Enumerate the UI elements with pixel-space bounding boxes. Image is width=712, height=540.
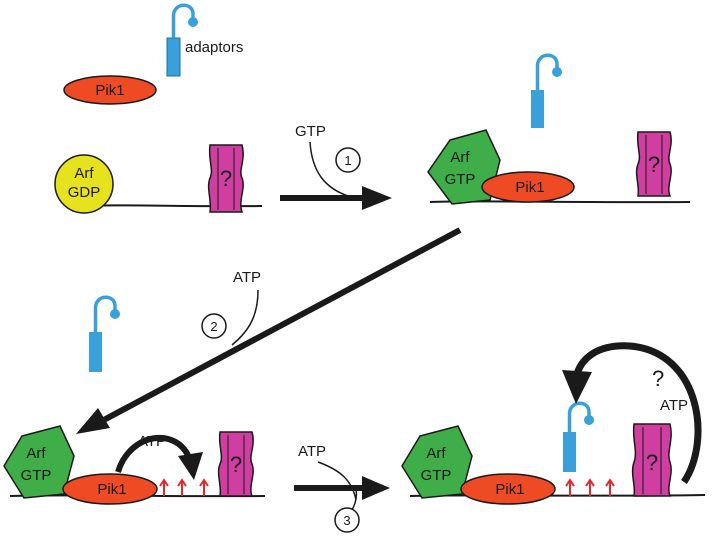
gdp-label: GDP (68, 184, 101, 201)
unknown-label: ? (646, 450, 658, 475)
arf-label: Arf (426, 445, 446, 462)
pik1-label: Pik1 (515, 179, 544, 196)
feedback-arrow: ? ATP (562, 342, 702, 484)
step-1-number: 1 (344, 153, 351, 168)
feedback-atp: ATP (660, 397, 688, 414)
panel-2-active: Arf GTP Pik1 ? (427, 53, 691, 205)
arf-gtp-hexagon: Arf GTP (3, 425, 75, 499)
step-3-number: 3 (343, 513, 350, 528)
unknown-protein: ? (217, 431, 254, 497)
step-2-number: 2 (210, 319, 217, 334)
step-2-arrow: ATP 2 (76, 227, 462, 434)
atp-label: ATP (138, 433, 166, 450)
pik1-label: Pik1 (495, 481, 524, 498)
step-3-badge (334, 507, 360, 533)
adaptor-protein-icon (166, 3, 198, 77)
arf-label: Arf (74, 165, 94, 182)
unknown-protein: ? (631, 423, 672, 497)
kinase-reaction-arrow: ATP (115, 433, 203, 480)
adaptors-label: adaptors (185, 39, 243, 56)
arf-gtp-hexagon: Arf GTP (401, 425, 473, 499)
step-3-cofactor: ATP (298, 443, 326, 460)
step-1-badge (335, 147, 361, 173)
gtp-label: GTP (21, 467, 52, 484)
step-1-cofactor: GTP (295, 123, 326, 140)
panel-4-adaptor-recruited: Arf GTP Pik1 ? ? ATP (401, 342, 706, 505)
unknown-label: ? (230, 452, 242, 477)
arf-label: Arf (450, 149, 470, 166)
unknown-protein: ? (635, 131, 672, 197)
pik1-shape: Pik1 (460, 473, 556, 505)
arf-label: Arf (26, 445, 46, 462)
pik1-label: Pik1 (97, 481, 126, 498)
adaptor-protein-icon (89, 295, 120, 372)
pik1-legend-label: Pik1 (95, 82, 124, 99)
panel-1-inactive: Arf GDP ? (54, 144, 263, 214)
pik1-shape: Pik1 (481, 171, 575, 203)
adaptor-protein-bound (563, 401, 594, 472)
step-2-cofactor: ATP (233, 269, 261, 286)
pik1-legend-shape: Pik1 (63, 75, 157, 105)
pik1-shape: Pik1 (62, 473, 158, 505)
feedback-question: ? (652, 366, 664, 391)
gtp-label: GTP (421, 467, 452, 484)
adaptor-protein-icon (531, 53, 562, 128)
legend: adaptors Pik1 (63, 3, 243, 105)
unknown-label: ? (220, 166, 232, 191)
unknown-protein: ? (207, 144, 244, 213)
step-3-arrow: ATP 3 (294, 443, 390, 533)
arf-gdp-circle: Arf GDP (54, 154, 114, 214)
gtp-label: GTP (445, 171, 476, 188)
panel-3-kinase-active: Arf GTP Pik1 ATP ? (3, 295, 266, 505)
step-1-arrow: GTP 1 (280, 123, 392, 210)
unknown-label: ? (648, 152, 660, 177)
step-2-badge (201, 313, 227, 339)
pi4p-lipid-marks (159, 479, 209, 497)
pi4p-lipid-marks (565, 479, 615, 497)
